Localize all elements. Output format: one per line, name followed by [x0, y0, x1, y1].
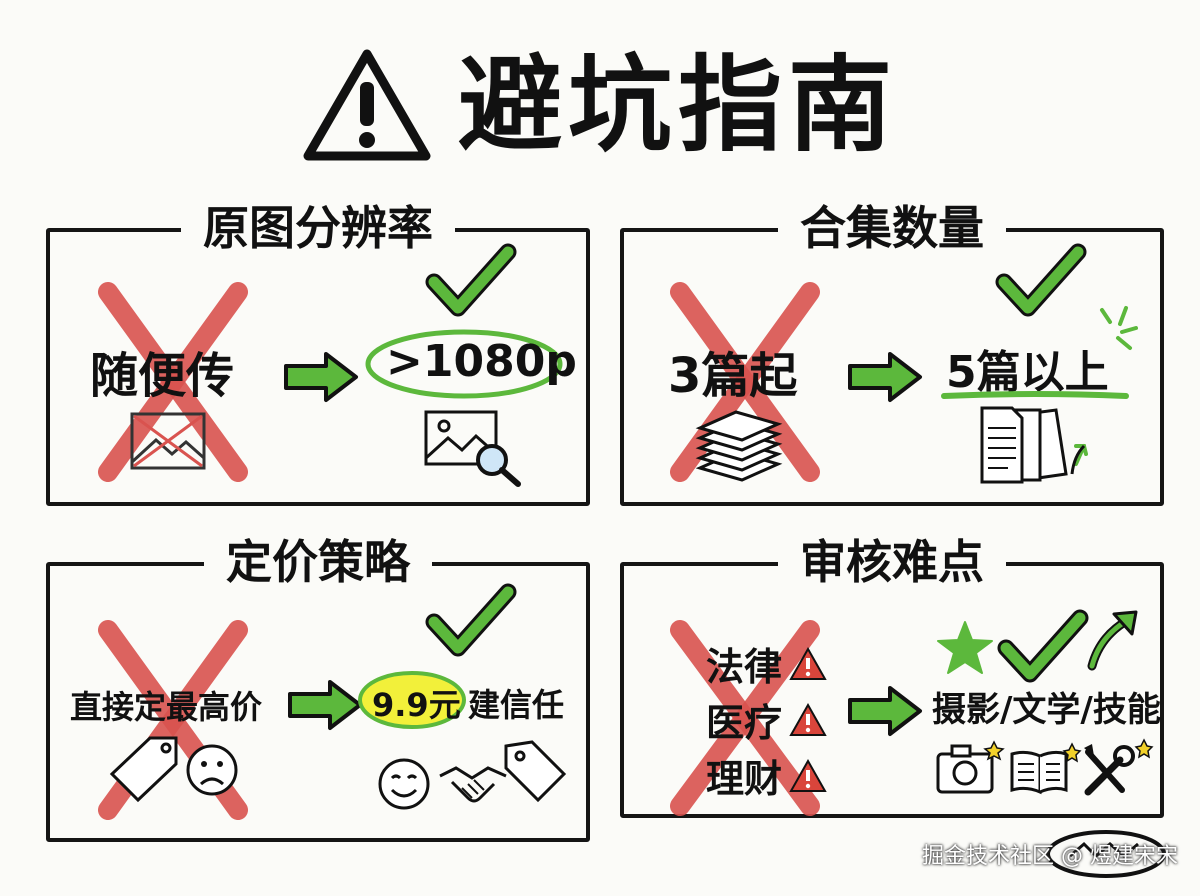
- handshake-icon: [439, 766, 507, 803]
- highlight-ellipse: [358, 671, 466, 729]
- panel-collection: 合集数量 3篇起 5篇以上: [620, 198, 1164, 506]
- panel-title: 原图分辨率: [181, 198, 455, 258]
- panel-review: 审核难点 法律 医疗 理财 摄影/文学/技能: [620, 532, 1164, 818]
- sad-face-icon: [186, 744, 238, 796]
- smile-face-icon: [378, 758, 430, 810]
- checkmark-icon: [425, 583, 517, 657]
- panel-resolution: 原图分辨率 随便传 >1080p: [46, 198, 590, 506]
- checkmark-icon: [997, 609, 1089, 683]
- arrow-right-icon: [288, 680, 362, 730]
- highlight-ellipse: [365, 329, 563, 399]
- watermark-text: 掘金技术社区 @ 煜建宋宋: [922, 844, 1178, 869]
- page-title: 避坑指南: [457, 44, 898, 166]
- signature-mark: [1046, 830, 1166, 878]
- underline-stroke: [941, 391, 1129, 399]
- panel-pricing: 定价策略 直接定最高价 9.9元 建信任: [46, 532, 590, 842]
- checkmark-icon: [995, 243, 1087, 317]
- warning-icon: [789, 702, 827, 736]
- title-area: 避坑指南: [0, 40, 1200, 170]
- bad-label: 直接定最高价: [70, 688, 263, 726]
- bad-label: 3篇起: [668, 348, 798, 404]
- book-icon: [1010, 742, 1082, 795]
- list-item-label: 医疗: [706, 701, 783, 745]
- warning-icon: [303, 49, 431, 160]
- list-item-label: 理财: [706, 757, 783, 801]
- star-icon: [937, 621, 993, 674]
- good-label: >1080p: [386, 336, 577, 387]
- trend-up-icon: [1087, 610, 1138, 671]
- arrow-right-icon: [848, 686, 922, 736]
- price-tag-icon: [109, 736, 178, 803]
- good-label: 5篇以上: [946, 347, 1109, 398]
- list-item: 医疗: [706, 692, 828, 747]
- bad-label: 随便传: [90, 348, 235, 404]
- documents-icon: [980, 406, 1088, 484]
- checkmark-icon: [425, 243, 517, 317]
- good-label: 摄影/文学/技能: [932, 690, 1161, 730]
- good-label: 建信任: [468, 686, 565, 724]
- tools-icon: [1084, 738, 1154, 796]
- red-cross-icon: [98, 282, 248, 482]
- panel-title: 合集数量: [778, 198, 1006, 258]
- list-item-label: 法律: [706, 645, 783, 689]
- list-item: 法律: [706, 636, 828, 691]
- warning-icon: [789, 758, 827, 792]
- paper-stack-icon: [695, 410, 783, 482]
- image-search-icon: [424, 410, 521, 487]
- red-cross-icon: [670, 282, 820, 482]
- warning-icon: [789, 646, 827, 680]
- arrow-right-icon: [284, 352, 358, 402]
- panel-title: 审核难点: [778, 532, 1006, 592]
- price-tag-icon: [504, 740, 567, 803]
- panel-title: 定价策略: [204, 532, 432, 592]
- arrow-right-icon: [848, 352, 922, 402]
- sparkle-icon: [1100, 306, 1138, 350]
- camera-icon: [936, 740, 1005, 794]
- list-item: 理财: [706, 748, 828, 803]
- good-highlight-label: 9.9元: [372, 686, 461, 724]
- broken-image-icon: [130, 412, 206, 470]
